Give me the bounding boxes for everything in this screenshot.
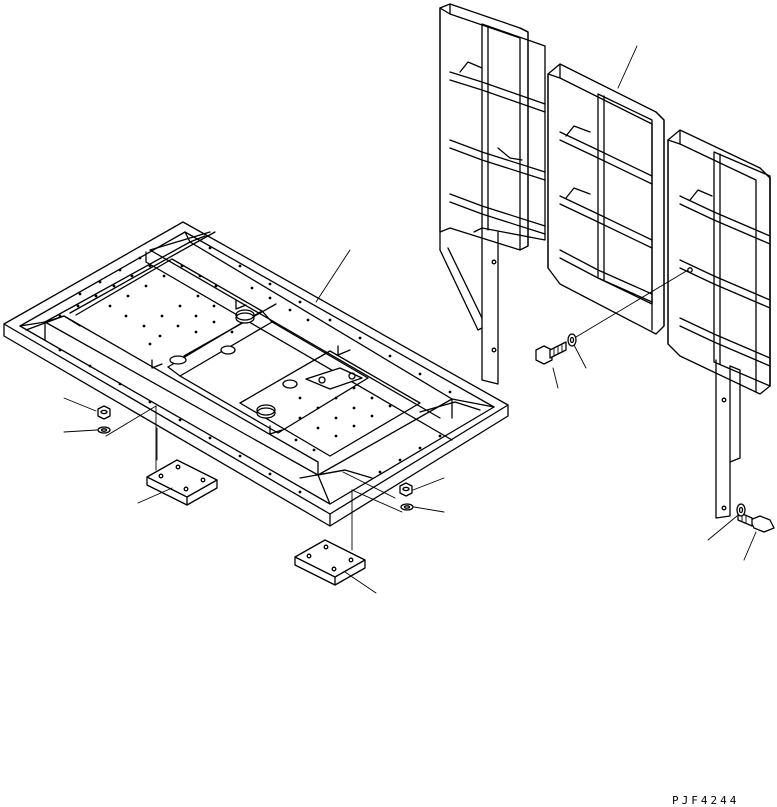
- rear-guard-panel-left: [440, 4, 545, 384]
- rear-guard-panel-center: [548, 64, 664, 334]
- floor-frame: [4, 222, 508, 526]
- leader-lines: [64, 46, 756, 593]
- bolt-lower: [738, 512, 774, 532]
- rear-guard-panel-right: [668, 130, 770, 518]
- assembly-line-upper: [576, 270, 688, 337]
- washer-right: [401, 504, 413, 510]
- washer-lower: [737, 504, 745, 516]
- mount-pad-right: [295, 540, 365, 585]
- mount-pad-left: [147, 460, 217, 505]
- drawing-code: PJF4244: [672, 794, 740, 807]
- assembly-lines: [106, 406, 402, 550]
- floor-frame-holes: [58, 246, 452, 494]
- washer-upper: [568, 334, 576, 346]
- washer-left: [98, 427, 110, 433]
- nut-right: [400, 483, 412, 496]
- bolt-upper: [536, 342, 566, 364]
- nut-left: [98, 406, 110, 419]
